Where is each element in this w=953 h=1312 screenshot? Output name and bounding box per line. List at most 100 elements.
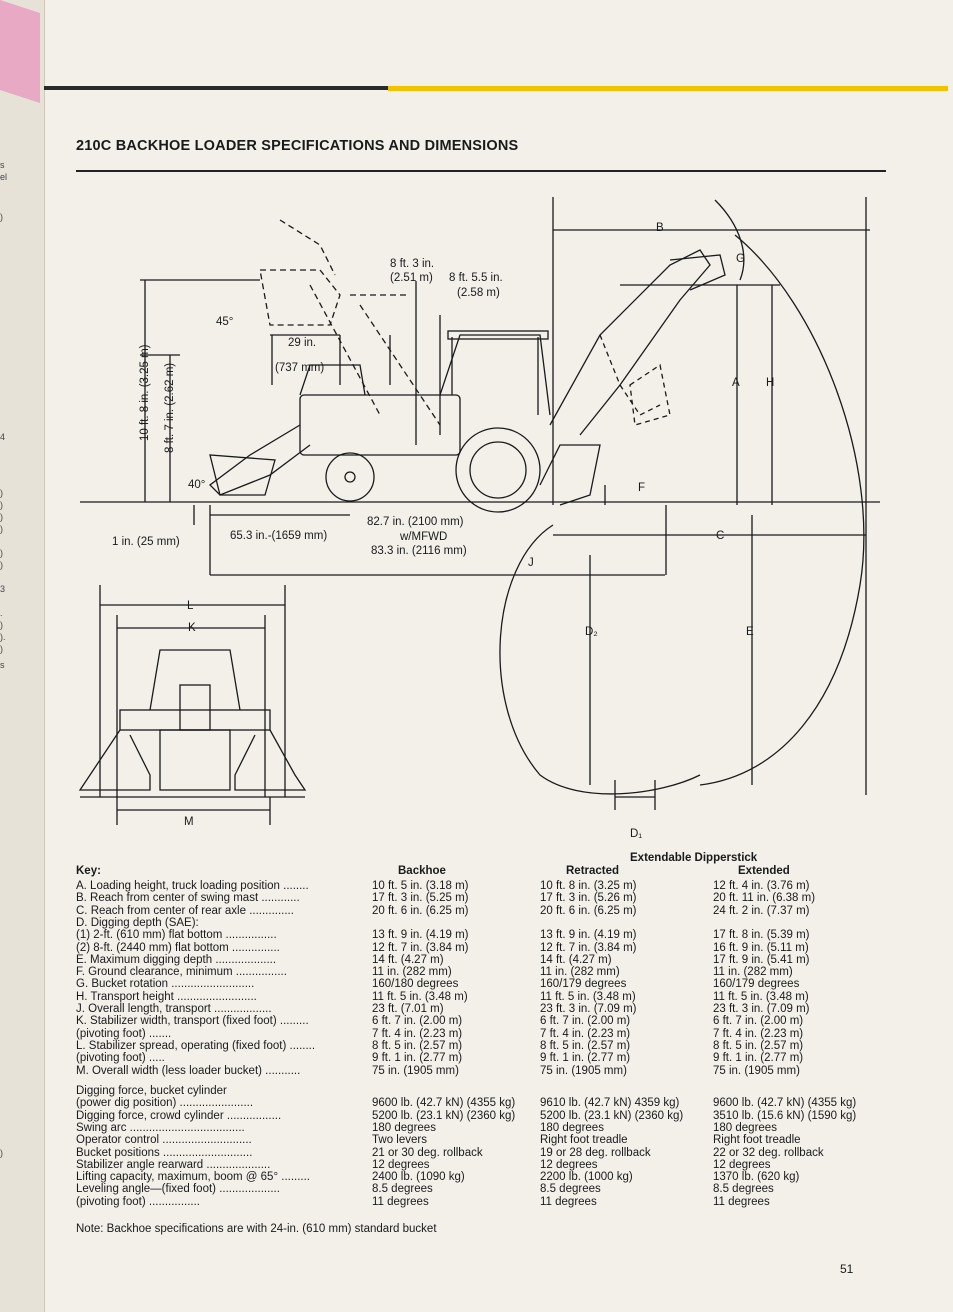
margin-fragment: ) bbox=[0, 620, 3, 630]
spec-extended: 8 ft. 5 in. (2.57 m) bbox=[713, 1039, 804, 1052]
spec-extended: 3510 lb. (15.6 kN) (1590 kg) bbox=[713, 1109, 857, 1122]
spec-label: (1) 2-ft. (610 mm) flat bottom .........… bbox=[76, 929, 277, 942]
spec-extended: 1370 lb. (620 kg) bbox=[713, 1171, 800, 1184]
spec-retracted: 9 ft. 1 in. (2.77 m) bbox=[540, 1052, 631, 1065]
label-F: F bbox=[638, 482, 645, 494]
spec-backhoe: 14 ft. (4.27 m) bbox=[372, 953, 444, 966]
spec-extended: 12 ft. 4 in. (3.76 m) bbox=[713, 880, 810, 892]
margin-fragment: ) bbox=[0, 644, 3, 654]
label-A: A bbox=[732, 377, 740, 389]
spec-retracted: 10 ft. 8 in. (3.25 m) bbox=[540, 880, 637, 892]
spec-label: E. Maximum digging depth ...............… bbox=[76, 953, 277, 966]
label-8ft7: 8 ft. 7 in. (2.62 m) bbox=[164, 363, 176, 453]
spec-label: A. Loading height, truck loading positio… bbox=[76, 880, 309, 892]
spec-label: L. Stabilizer spread, operating (fixed f… bbox=[76, 1039, 316, 1052]
margin-fragment: ) bbox=[0, 512, 3, 522]
spec-label: (power dig position) ...................… bbox=[76, 1097, 254, 1110]
spec-extended: 7 ft. 4 in. (2.23 m) bbox=[713, 1027, 804, 1040]
spec-extended: 11 in. (282 mm) bbox=[713, 966, 793, 979]
spec-retracted: 2200 lb. (1000 kg) bbox=[540, 1171, 633, 1184]
header-extendable: Extendable Dipperstick bbox=[630, 852, 758, 864]
spec-extended: 17 ft. 9 in. (5.41 m) bbox=[713, 953, 810, 966]
spec-backhoe: 11 degrees bbox=[372, 1195, 429, 1208]
spec-backhoe: 8.5 degrees bbox=[372, 1183, 433, 1196]
spec-backhoe: 160/180 degrees bbox=[372, 978, 459, 991]
label-251m: (2.51 m) bbox=[390, 272, 433, 284]
spec-extended: Right foot treadle bbox=[713, 1134, 801, 1147]
spec-retracted: 11 degrees bbox=[540, 1195, 597, 1208]
title-rule bbox=[76, 170, 886, 172]
spec-backhoe: 7 ft. 4 in. (2.23 m) bbox=[372, 1027, 463, 1040]
spec-extended: 23 ft. 3 in. (7.09 m) bbox=[713, 1003, 810, 1015]
label-M: M bbox=[184, 816, 194, 828]
label-D2: D₂ bbox=[585, 626, 598, 638]
spec-label: H. Transport height ....................… bbox=[76, 990, 257, 1003]
spec-extended: 24 ft. 2 in. (7.37 m) bbox=[713, 904, 810, 917]
spec-retracted: 12 ft. 7 in. (3.84 m) bbox=[540, 941, 637, 954]
dimension-diagram: 8 ft. 3 in. (2.51 m) 8 ft. 5.5 in. (2.58… bbox=[78, 197, 880, 840]
spec-extended: 9 ft. 1 in. (2.77 m) bbox=[713, 1052, 804, 1065]
spec-label: F. Ground clearance, minimum ...........… bbox=[76, 966, 287, 979]
margin-fragment: . bbox=[0, 608, 3, 618]
spec-backhoe: 12 degrees bbox=[372, 1158, 430, 1171]
spec-retracted: 12 degrees bbox=[540, 1158, 598, 1171]
spec-backhoe: 21 or 30 deg. rollback bbox=[372, 1146, 483, 1159]
label-10ft8: 10 ft. 8 in. (3.25 m) bbox=[139, 344, 151, 441]
spec-label: (2) 8-ft. (2440 mm) flat bottom ........… bbox=[76, 941, 280, 954]
margin-fragment: s bbox=[0, 160, 5, 170]
spec-retracted: 9610 lb. (42.7 kN) 4359 kg) bbox=[540, 1097, 680, 1110]
top-yellow-band bbox=[388, 86, 948, 91]
spec-backhoe: 5200 lb. (23.1 kN) (2360 kg) bbox=[372, 1109, 516, 1122]
spec-label: Swing arc ..............................… bbox=[76, 1121, 245, 1134]
label-mfwd: w/MFWD bbox=[399, 531, 447, 543]
diagram-labels: 8 ft. 3 in. (2.51 m) 8 ft. 5.5 in. (2.58… bbox=[112, 222, 774, 840]
margin-fragment: ) bbox=[0, 500, 3, 510]
spec-retracted: 13 ft. 9 in. (4.19 m) bbox=[540, 929, 637, 942]
page-title: 210C BACKHOE LOADER SPECIFICATIONS AND D… bbox=[76, 138, 519, 154]
label-737mm: (737 mm) bbox=[275, 362, 324, 374]
spec-backhoe: 12 ft. 7 in. (3.84 m) bbox=[372, 941, 469, 954]
spec-backhoe: 8 ft. 5 in. (2.57 m) bbox=[372, 1039, 463, 1052]
label-H: H bbox=[766, 377, 774, 389]
margin-fragment: ) bbox=[0, 1148, 3, 1158]
spec-backhoe: 180 degrees bbox=[372, 1121, 436, 1134]
label-258m: (2.58 m) bbox=[457, 287, 500, 299]
label-E: E bbox=[746, 626, 754, 638]
spec-backhoe: 9600 lb. (42.7 kN) (4355 kg) bbox=[372, 1097, 516, 1110]
spec-retracted: 23 ft. 3 in. (7.09 m) bbox=[540, 1003, 637, 1015]
key-label: Key: bbox=[76, 865, 101, 877]
spec-label: (pivoting foot) ....... bbox=[76, 1027, 172, 1040]
spec-extended: 17 ft. 8 in. (5.39 m) bbox=[713, 929, 810, 942]
spec-extended: 160/179 degrees bbox=[713, 978, 800, 991]
spec-extended: 11 degrees bbox=[713, 1195, 770, 1208]
pink-tab bbox=[0, 0, 40, 103]
spec-label: Lifting capacity, maximum, boom @ 65° ..… bbox=[76, 1171, 311, 1184]
spec-label: Digging force, crowd cylinder ..........… bbox=[76, 1109, 282, 1122]
spec-backhoe: 75 in. (1905 mm) bbox=[372, 1064, 459, 1077]
spec-label: C. Reach from center of rear axle ......… bbox=[76, 904, 294, 917]
margin-fragment: ) bbox=[0, 212, 3, 222]
spec-label: Operator control .......................… bbox=[76, 1134, 252, 1147]
spec-backhoe: 6 ft. 7 in. (2.00 m) bbox=[372, 1015, 463, 1028]
spec-retracted: 20 ft. 6 in. (6.25 m) bbox=[540, 904, 637, 917]
label-82-7: 82.7 in. (2100 mm) bbox=[367, 516, 464, 528]
spec-label: Bucket positions .......................… bbox=[76, 1146, 253, 1159]
label-8ft3: 8 ft. 3 in. bbox=[390, 258, 434, 270]
spec-extended: 75 in. (1905 mm) bbox=[713, 1064, 800, 1077]
label-1in: 1 in. (25 mm) bbox=[112, 536, 180, 548]
spec-retracted: 75 in. (1905 mm) bbox=[540, 1064, 627, 1077]
spec-retracted: 19 or 28 deg. rollback bbox=[540, 1146, 651, 1159]
margin-fragment: 4 bbox=[0, 432, 6, 442]
spec-label: Leveling angle—(fixed foot) ............… bbox=[76, 1183, 280, 1196]
spec-label: J. Overall length, transport ...........… bbox=[76, 1003, 272, 1015]
spec-extended: 22 or 32 deg. rollback bbox=[713, 1146, 824, 1159]
margin-fragment: ) bbox=[0, 488, 3, 498]
margin-fragment: ) bbox=[0, 560, 3, 570]
page-number: 51 bbox=[840, 1262, 854, 1276]
margin-fragment: 3 bbox=[0, 584, 6, 594]
header-retracted: Retracted bbox=[566, 865, 620, 877]
label-angle-40: 40° bbox=[188, 479, 205, 491]
margin-fragment: s bbox=[0, 660, 5, 670]
spec-label: Digging force, bucket cylinder bbox=[76, 1085, 227, 1097]
footnote: Note: Backhoe specifications are with 24… bbox=[76, 1223, 437, 1235]
